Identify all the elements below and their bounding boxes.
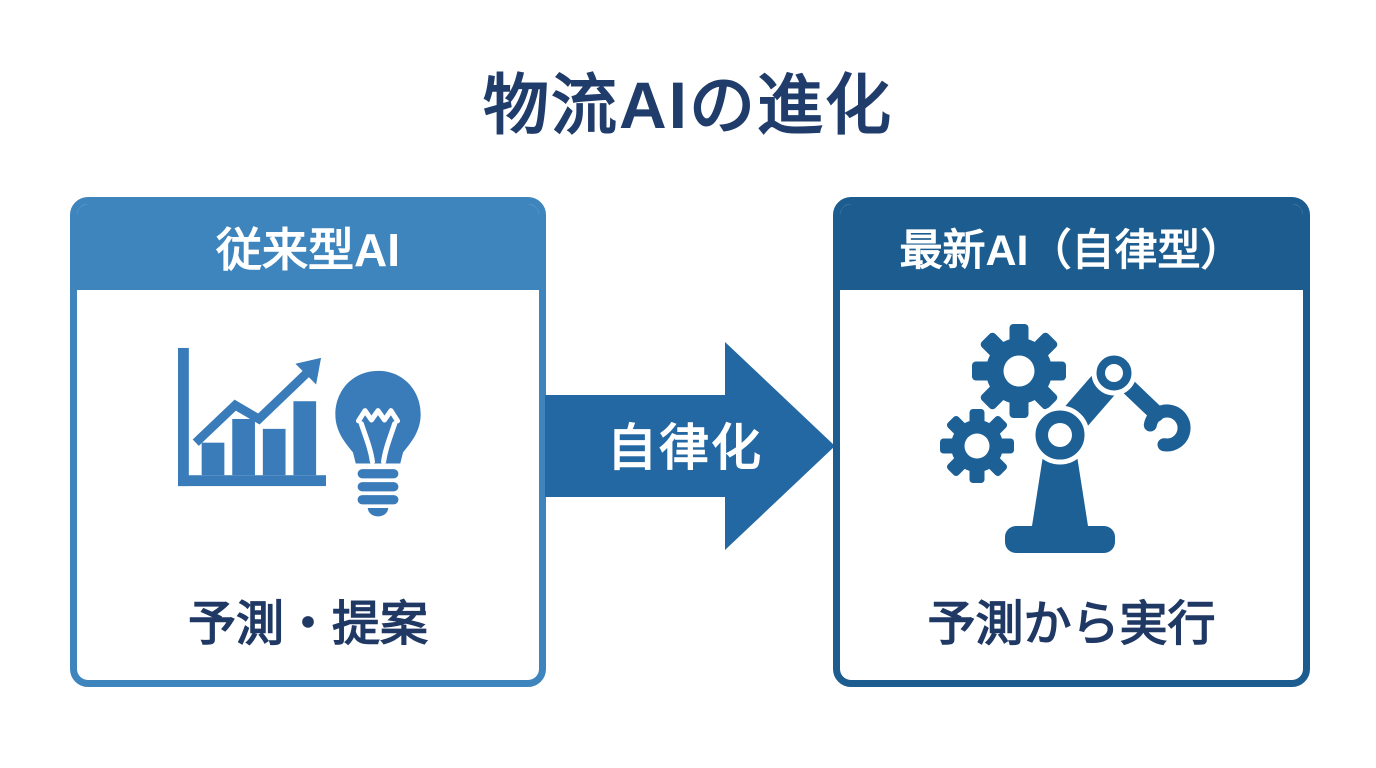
card-traditional-ai-header: 従来型AI [77,204,539,290]
right-arrow-icon [545,342,835,550]
card-latest-ai-header: 最新AI（自律型） [840,204,1303,290]
card-traditional-ai-label: 予測・提案 [187,598,428,651]
card-traditional-ai: 従来型AI [70,197,546,687]
bar-chart-growth-icon [172,344,330,497]
robot-arm-icon [932,320,1207,560]
card-latest-ai-label: 予測から実行 [927,598,1216,651]
card-latest-ai: 最新AI（自律型） [833,197,1310,687]
lightbulb-icon [327,360,429,535]
evolution-arrow-label: 自律化 [607,420,763,476]
evolution-arrow: 自律化 [545,342,835,550]
gears-icon [940,324,1066,483]
page-title: 物流AIの進化 [483,68,893,142]
